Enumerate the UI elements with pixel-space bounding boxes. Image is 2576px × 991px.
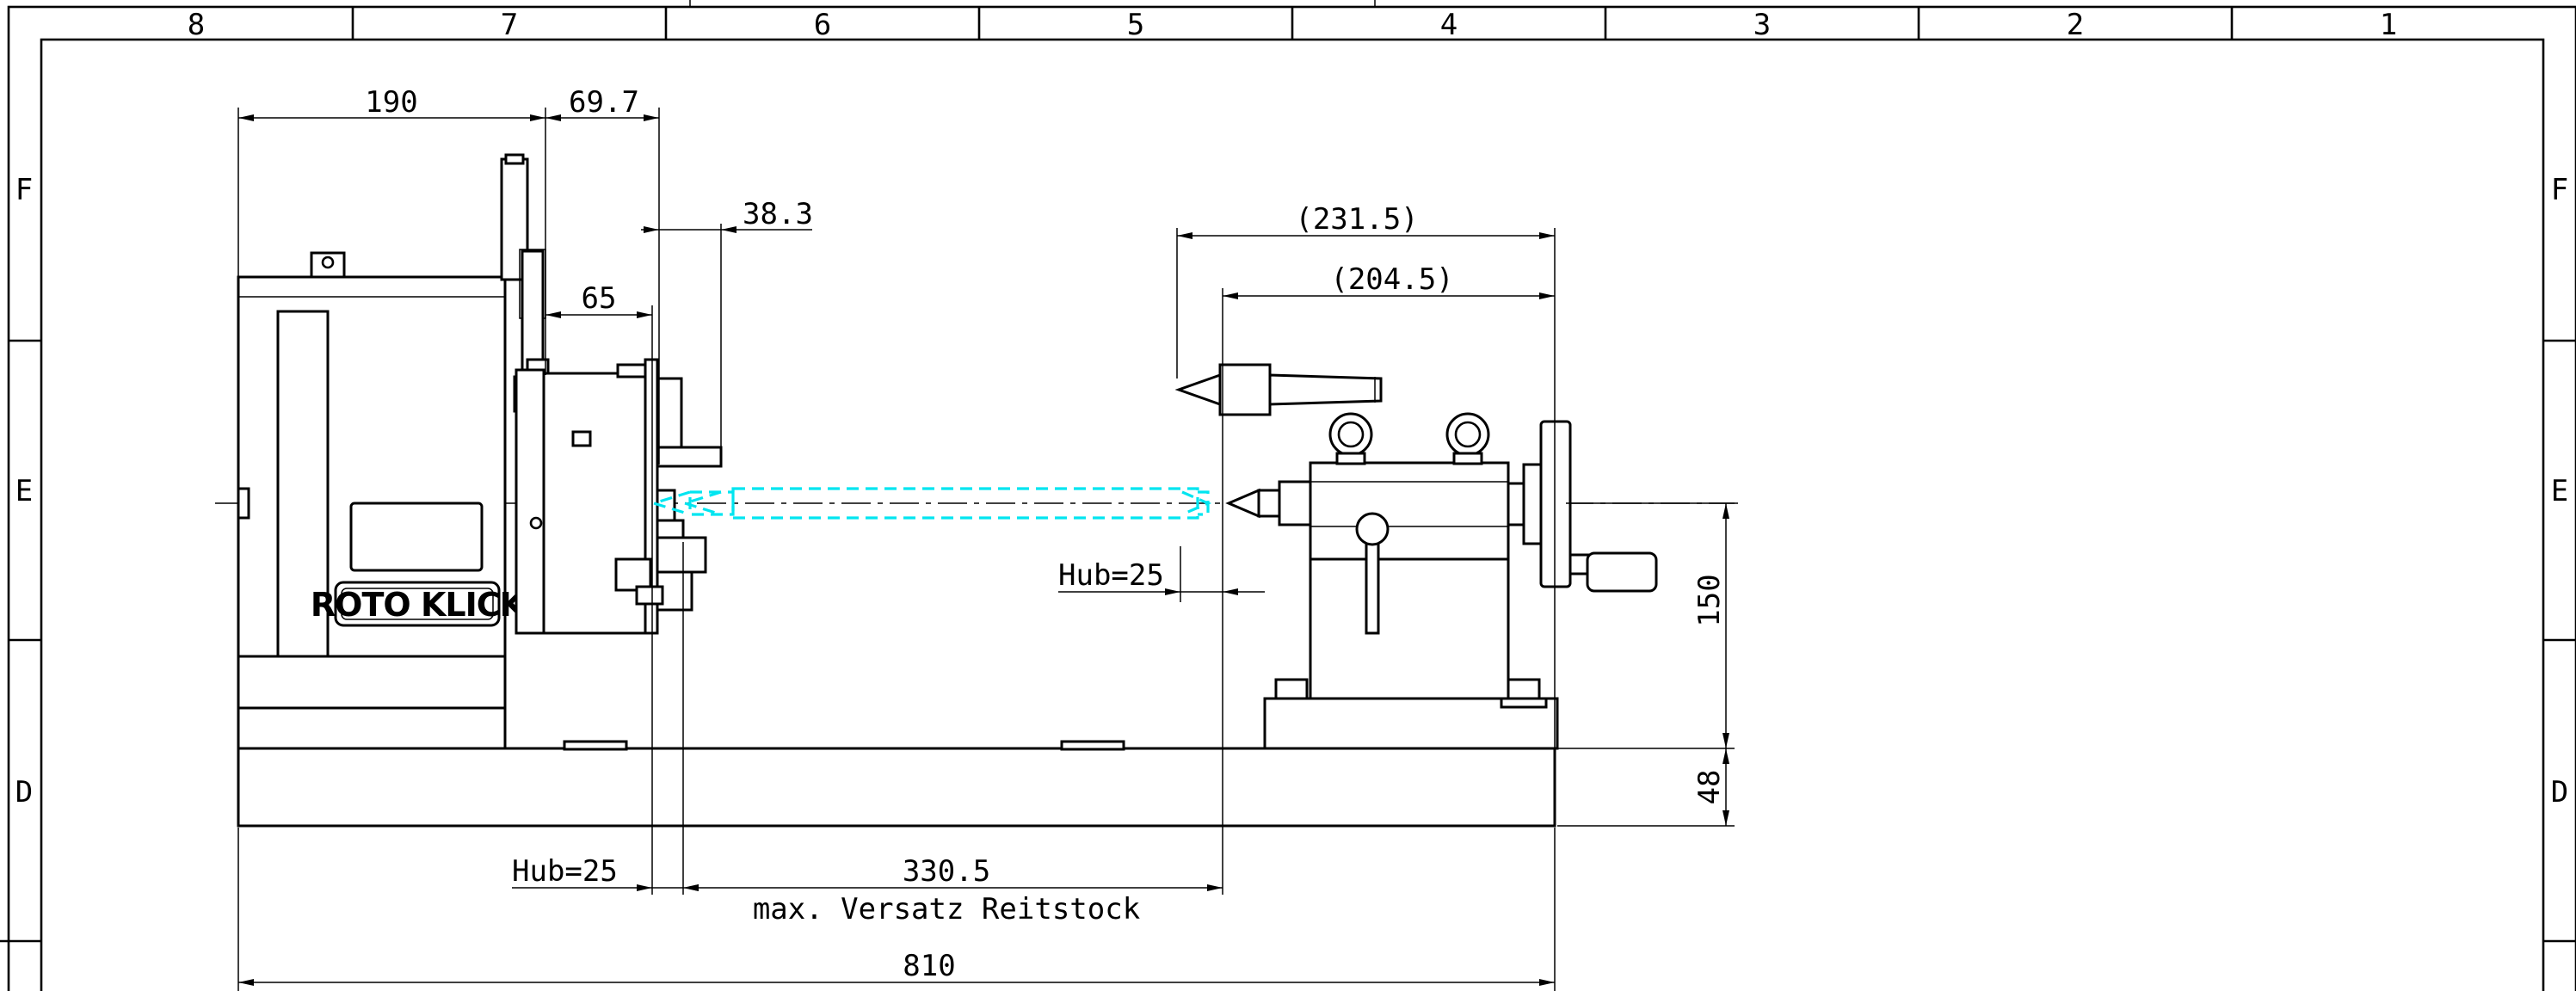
dim-38-3-label: 38.3: [743, 197, 813, 231]
column-label: 1: [2380, 8, 2397, 42]
tailstock-head: [1309, 461, 1510, 561]
versatz-label: max. Versatz Reitstock: [753, 892, 1140, 926]
logo-plate: [334, 581, 501, 627]
spare-center-taper: [1268, 373, 1383, 406]
quill: [1278, 480, 1312, 526]
dim-65-label: 65: [582, 281, 617, 316]
dimension-231-5: (231.5): [1176, 202, 1556, 748]
eye-bolt: [1445, 412, 1490, 457]
column-label: 6: [814, 8, 831, 42]
dim-810-label: 810: [903, 949, 955, 983]
handwheel-grip: [1586, 551, 1658, 593]
dimension-150: 150: [1557, 502, 1735, 749]
column-label: 2: [2067, 8, 2084, 42]
handwheel: [1539, 420, 1572, 588]
dim-204-5-label: (204.5): [1330, 262, 1453, 297]
column-label: 3: [1753, 8, 1771, 42]
dimension-hub-bottom: Hub=25: [512, 542, 699, 895]
dim-190-label: 190: [365, 85, 417, 120]
live-center-tip: [1225, 488, 1260, 519]
dimension-204-5: (204.5): [1222, 262, 1555, 895]
dimension-69-7: 69.7: [545, 85, 660, 465]
row-label: D: [2551, 775, 2568, 809]
dimension-38-3: 38.3: [641, 197, 813, 447]
row-label: E: [2551, 474, 2568, 508]
tailstock-column: [1309, 557, 1510, 700]
row-label: F: [15, 173, 33, 207]
dim-150-label: 150: [1692, 574, 1727, 626]
column-label: 4: [1440, 8, 1457, 42]
dimension-810: 810: [237, 828, 1556, 991]
dim-231-5-label: (231.5): [1295, 202, 1418, 237]
tailstock-travel-outline: [649, 487, 1212, 520]
display-window: [349, 502, 484, 572]
headstock-column: [276, 310, 330, 658]
base-plate: [237, 740, 1556, 828]
chuck-jaws: [614, 358, 723, 635]
dimension-330-5: 330.5 max. Versatz Reitstock: [683, 854, 1223, 926]
spare-center-body: [1218, 363, 1272, 416]
row-label: F: [2551, 173, 2568, 207]
hub-bottom-label: Hub=25: [512, 854, 618, 889]
dim-330-5-label: 330.5: [903, 854, 990, 889]
tailstock: [1174, 363, 1658, 750]
dimension-48: 48: [1557, 748, 1735, 827]
row-label: E: [15, 474, 33, 508]
dimension-65: 65: [545, 281, 653, 895]
column-label: 8: [188, 8, 205, 42]
hub-top-label: Hub=25: [1058, 558, 1164, 593]
column-label: 5: [1127, 8, 1144, 42]
row-label: D: [15, 775, 33, 809]
logo-text: ROTO KLICK: [311, 586, 527, 624]
dim-69-7-label: 69.7: [569, 85, 639, 120]
chuck-body: [542, 372, 647, 635]
dim-48-label: 48: [1692, 770, 1727, 805]
dimension-hub-top: Hub=25: [1058, 546, 1265, 602]
chuck-back: [515, 368, 545, 635]
dimension-190: 190: [237, 85, 546, 375]
column-label: 7: [501, 8, 518, 42]
roto-klick-unit: ROTO KLICK: [237, 153, 723, 750]
eye-bolt: [1328, 412, 1373, 457]
